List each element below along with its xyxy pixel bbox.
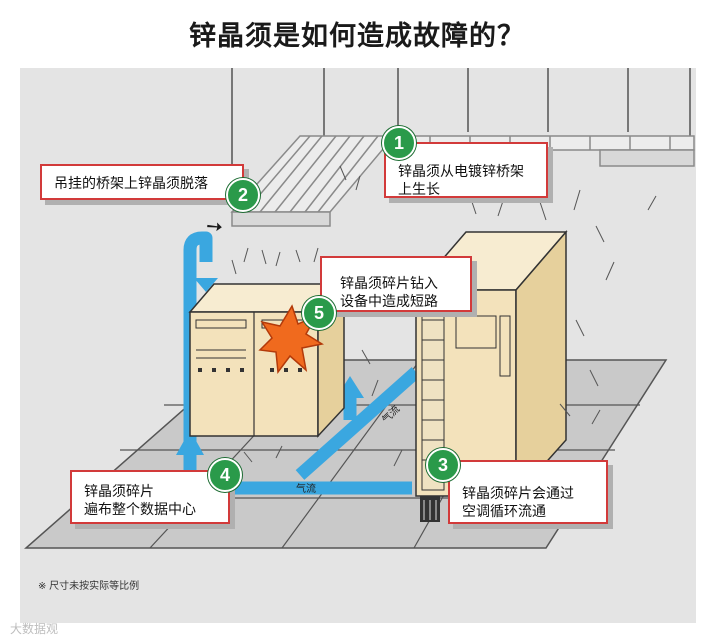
callout-airflow-circulation: 锌晶须碎片会通过 空调循环流通: [448, 460, 608, 524]
footnote: ※ 尺寸未按实际等比例: [38, 581, 140, 592]
page-title: 锌晶须是如何造成故障的？: [189, 21, 525, 51]
step-badge-2: 2: [226, 178, 260, 212]
step-badge-1: 1: [382, 126, 416, 160]
airflow-label-bottom: 气流: [296, 484, 316, 495]
callout-spread-datacenter: 锌晶须碎片 遍布整个数据中心: [70, 470, 230, 524]
step-badge-3: 3: [426, 448, 460, 482]
callout-5-line-2: 设备中造成短路: [340, 293, 438, 309]
callout-1-line-1: 锌晶须从电镀锌桥架: [398, 163, 524, 179]
callout-whiskers-falling: 吊挂的桥架上锌晶须脱落: [40, 164, 244, 200]
callout-2-line-1: 吊挂的桥架上锌晶须脱落: [54, 175, 208, 191]
callout-5-line-1: 锌晶须碎片钻入: [340, 275, 438, 291]
step-badge-5: 5: [302, 296, 336, 330]
callout-1-line-2: 上生长: [398, 181, 440, 197]
callout-3-line-1: 锌晶须碎片会通过: [462, 485, 574, 501]
callout-3-line-2: 空调循环流通: [462, 503, 546, 519]
callout-4-line-1: 锌晶须碎片: [84, 483, 154, 499]
step-badge-4: 4: [208, 458, 242, 492]
watermark: 大数据观: [10, 622, 59, 636]
callout-short-circuit: 锌晶须碎片钻入 设备中造成短路: [320, 256, 472, 312]
zinc-whiskers: [231, 165, 657, 467]
airflow-arrows: [183, 231, 421, 495]
callout-4-line-2: 遍布整个数据中心: [84, 501, 196, 517]
